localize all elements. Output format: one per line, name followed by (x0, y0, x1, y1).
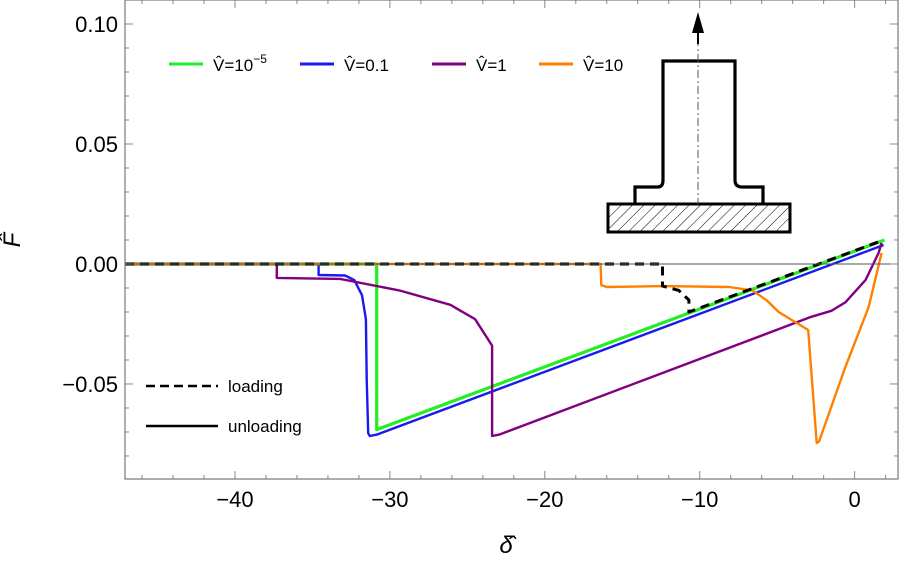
series-line-1 (125, 243, 885, 438)
x-tick-label: 0 (849, 487, 861, 512)
series-line-3 (125, 252, 883, 445)
y-tick-label: 0.10 (75, 12, 118, 37)
legend-label: V̂=1 (476, 55, 507, 75)
style-legend-label: loading (228, 377, 283, 396)
y-tick-label: 0.00 (75, 252, 118, 277)
x-tick-label: −40 (216, 487, 253, 512)
legend: V̂=10−5 V̂=0.1 V̂=1 V̂=10 (169, 52, 623, 75)
series-line-0 (125, 238, 886, 432)
series-line-2 (125, 242, 883, 438)
curves (125, 238, 886, 445)
x-tick-label: −10 (681, 487, 718, 512)
style-legend: loading unloading (146, 377, 302, 436)
legend-label: V̂=0.1 (344, 55, 389, 75)
y-tick-label: −0.05 (62, 372, 118, 397)
y-tick-label: 0.05 (75, 132, 118, 157)
series-line-4 (125, 238, 885, 314)
x-tick-label: −30 (371, 487, 408, 512)
punch-outline (633, 59, 765, 204)
x-axis-label: δ̂ (499, 532, 516, 559)
legend-label: V̂=10 (583, 55, 623, 75)
inset-schematic (606, 12, 792, 234)
legend-label: V̂=10−5 (213, 52, 267, 75)
plot-frame (124, 0, 899, 480)
style-legend-label: unloading (228, 417, 302, 436)
substrate-hatched (606, 202, 792, 234)
pull-arrow-head-icon (692, 12, 704, 33)
axis-ticks: −40 −30 −20 −10 0 0.10 0.05 0.00 −0.05 (62, 0, 898, 512)
x-tick-label: −20 (526, 487, 563, 512)
y-axis-label: F̂ (0, 231, 26, 247)
